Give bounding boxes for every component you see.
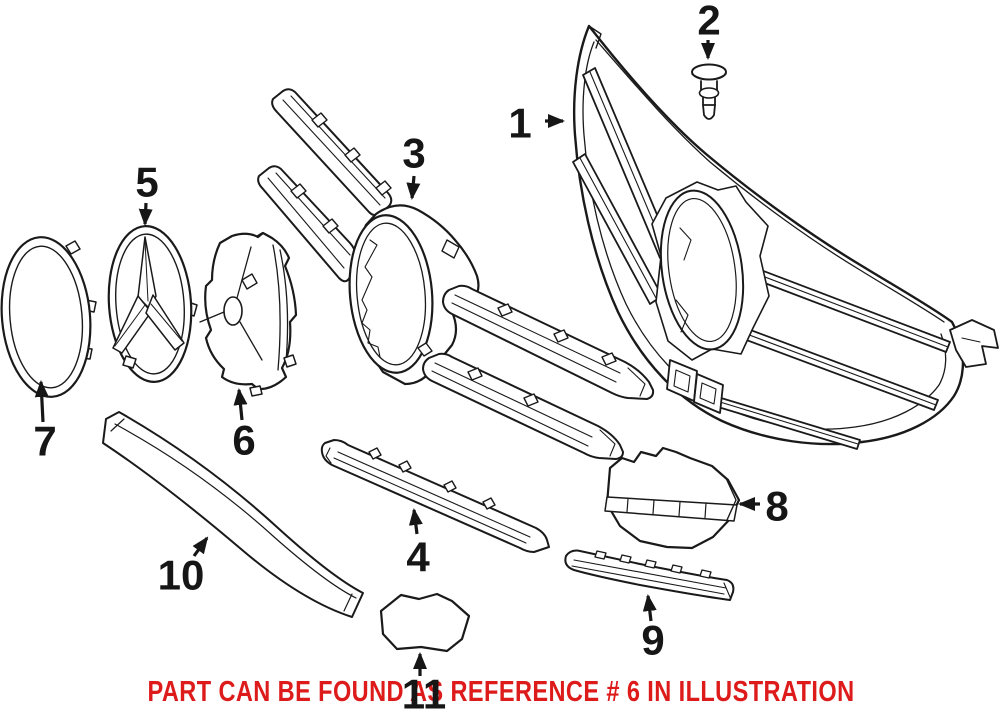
callout-6-number: 6	[232, 417, 255, 464]
part-1-grille-assembly	[572, 24, 999, 450]
part-6-emblem-backing-plate	[199, 231, 298, 397]
part-10-lower-mesh-strip	[102, 411, 364, 618]
callout-7: 7	[33, 380, 57, 465]
callout-3: 3	[402, 130, 426, 200]
callouts: 1 2 3 4 5 6 7 8	[33, 0, 788, 713]
callout-10-number: 10	[158, 552, 205, 599]
callout-11: 11	[402, 652, 446, 713]
part-11-corner-mesh-insert	[379, 592, 471, 653]
part-4-upper-trim-strip	[320, 439, 550, 553]
callout-9-number: 9	[641, 617, 664, 664]
callout-8: 8	[738, 483, 789, 530]
callout-2: 2	[697, 0, 721, 60]
callout-2-number: 2	[697, 0, 720, 44]
part-5-star-emblem	[107, 225, 198, 383]
callout-5: 5	[135, 159, 159, 226]
callout-10: 10	[158, 536, 209, 599]
callout-9: 9	[641, 594, 665, 664]
callout-1: 1	[508, 100, 565, 147]
part-8-side-mesh-insert	[604, 446, 741, 550]
callout-3-number: 3	[402, 130, 425, 177]
reference-notice: PART CAN BE FOUND AS REFERENCE # 6 IN IL…	[148, 676, 855, 708]
callout-1-number: 1	[508, 100, 531, 147]
callout-4: 4	[406, 508, 430, 581]
part-2-push-pin-clip	[691, 63, 727, 120]
callout-6: 6	[232, 388, 256, 464]
callout-5-number: 5	[135, 159, 158, 206]
callout-4-number: 4	[406, 534, 430, 581]
callout-7-number: 7	[33, 418, 56, 465]
part-9-lower-trim-strip	[564, 549, 735, 601]
part-7-emblem-ring	[0, 236, 97, 398]
callout-8-number: 8	[765, 483, 788, 530]
callout-11-number: 11	[402, 671, 446, 713]
part-3-center-grille	[257, 88, 655, 460]
